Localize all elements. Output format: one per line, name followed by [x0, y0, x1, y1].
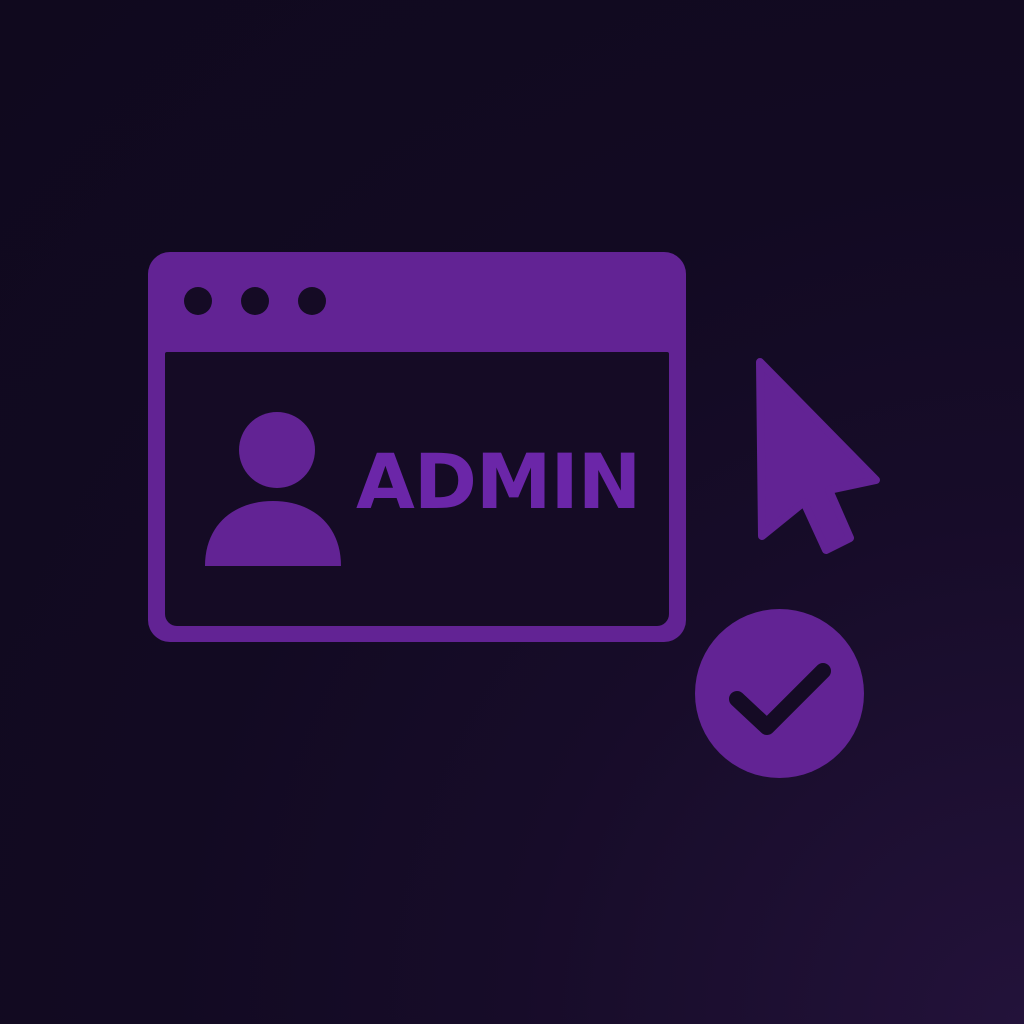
window-content-area: ADMIN — [165, 352, 669, 626]
user-avatar-icon — [205, 412, 341, 566]
check-circle-icon — [695, 609, 864, 778]
mouse-pointer-icon — [756, 358, 880, 554]
window-dot-icon — [298, 287, 326, 315]
admin-label: ADMIN — [356, 437, 641, 526]
window-dot-icon — [184, 287, 212, 315]
window-dot-icon — [241, 287, 269, 315]
admin-browser-window: ADMIN — [148, 252, 686, 642]
